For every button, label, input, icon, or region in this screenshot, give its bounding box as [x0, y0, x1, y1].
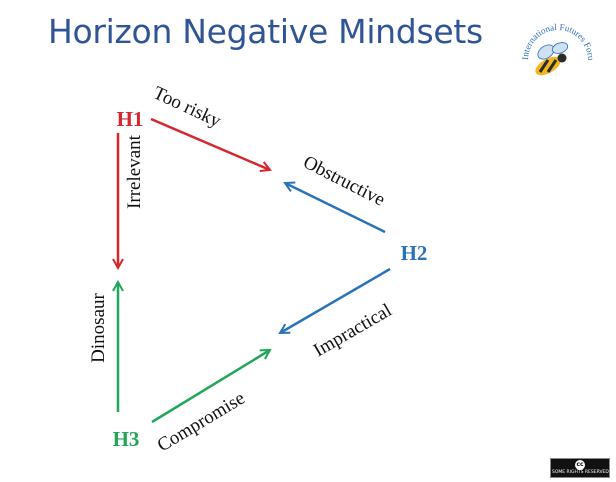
arrow-h2-to-h3 — [280, 267, 391, 335]
node-h1: H1 — [117, 107, 144, 131]
license-text: SOME RIGHTS RESERVED — [552, 470, 609, 475]
label-too-risky: Too risky — [150, 82, 225, 132]
node-h2: H2 — [401, 241, 428, 265]
logo-text: International Futures Forum — [518, 14, 596, 61]
bee-logo-icon — [535, 42, 569, 76]
label-dinosaur: Dinosaur — [88, 293, 109, 363]
slide-title: Horizon Negative Mindsets — [48, 12, 483, 51]
cc-license-badge[interactable]: cc SOME RIGHTS RESERVED — [550, 458, 610, 478]
node-h3: H3 — [113, 427, 140, 451]
label-compromise: Compromise — [154, 388, 249, 457]
arrow-h1-to-h2 — [150, 117, 270, 170]
label-irrelevant: Irrelevant — [124, 134, 145, 209]
iff-logo: International Futures Forum — [518, 14, 596, 76]
label-obstructive: Obstructive — [300, 152, 389, 211]
arrow-h3-to-h2 — [151, 350, 270, 424]
arrow-h2-to-h1 — [285, 183, 386, 234]
cc-icon: cc — [575, 460, 585, 470]
